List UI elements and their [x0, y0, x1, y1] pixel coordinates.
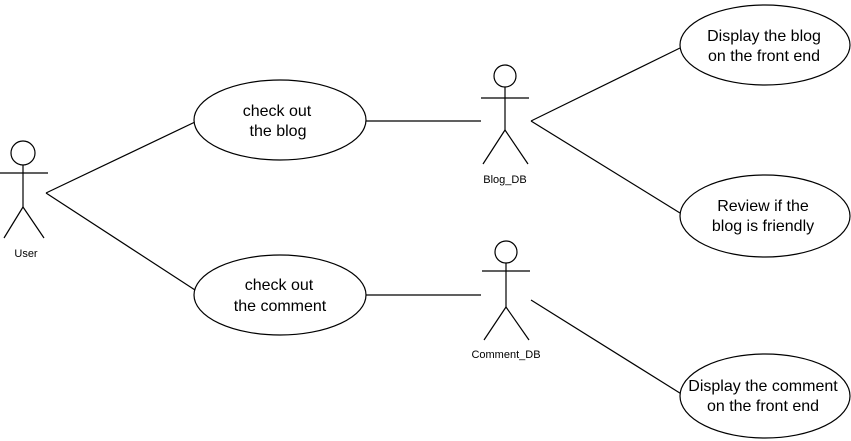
- actor-right-leg: [505, 306, 530, 341]
- use-case-ellipse: [679, 174, 851, 258]
- connector-blog-db-display-blog: [530, 47, 681, 122]
- actor-head: [10, 140, 36, 166]
- use-case-label-line2: the blog: [250, 123, 307, 140]
- use-case-ellipse: [679, 353, 851, 439]
- use-case-review-blog[interactable]: Review if the blog is friendly: [679, 174, 851, 258]
- actor-head: [493, 64, 517, 88]
- actor-left-leg: [482, 129, 506, 165]
- use-case-check-blog[interactable]: check out the blog: [193, 79, 367, 161]
- use-case-label-line1: check out: [243, 103, 312, 120]
- use-case-check-comment[interactable]: check out the comment: [193, 254, 367, 336]
- connectors: [45, 47, 684, 396]
- use-case-display-blog[interactable]: Display the blog on the front end: [679, 4, 851, 86]
- actor-head: [494, 240, 518, 264]
- actor-label: Blog_DB: [483, 174, 526, 186]
- use-case-label-line1: Display the comment: [688, 378, 838, 395]
- use-case-label-line1: Review if the: [717, 198, 809, 215]
- use-case-ellipse: [679, 4, 851, 86]
- actor-label: Comment_DB: [471, 349, 540, 361]
- actor-left-leg: [483, 306, 507, 341]
- connector-blog-db-review-blog: [530, 120, 681, 214]
- actor-left-leg: [3, 206, 24, 239]
- actor-label: User: [14, 248, 38, 260]
- use-case-label-line1: Display the blog: [707, 28, 821, 45]
- actor-user[interactable]: User: [0, 140, 48, 260]
- actor-comment-db[interactable]: Comment_DB: [471, 240, 541, 361]
- use-case-label-line1: check out: [245, 277, 314, 294]
- actor-right-leg: [504, 129, 529, 165]
- connector-user-check-blog: [45, 121, 196, 194]
- use-case-ellipse: [193, 79, 367, 161]
- use-case-label-line2: blog is friendly: [712, 218, 814, 235]
- connector-user-check-comment: [45, 192, 196, 291]
- actor-blog-db[interactable]: Blog_DB: [481, 64, 529, 186]
- use-case-label-line2: on the front end: [708, 48, 820, 65]
- use-case-label-line2: the comment: [234, 298, 327, 315]
- use-case-label-line2: on the front end: [707, 398, 819, 415]
- use-case-display-comment[interactable]: Display the comment on the front end: [679, 353, 851, 439]
- actor-right-leg: [22, 206, 45, 239]
- use-case-ellipse: [193, 254, 367, 336]
- connector-comment-db-display-comment: [530, 299, 684, 396]
